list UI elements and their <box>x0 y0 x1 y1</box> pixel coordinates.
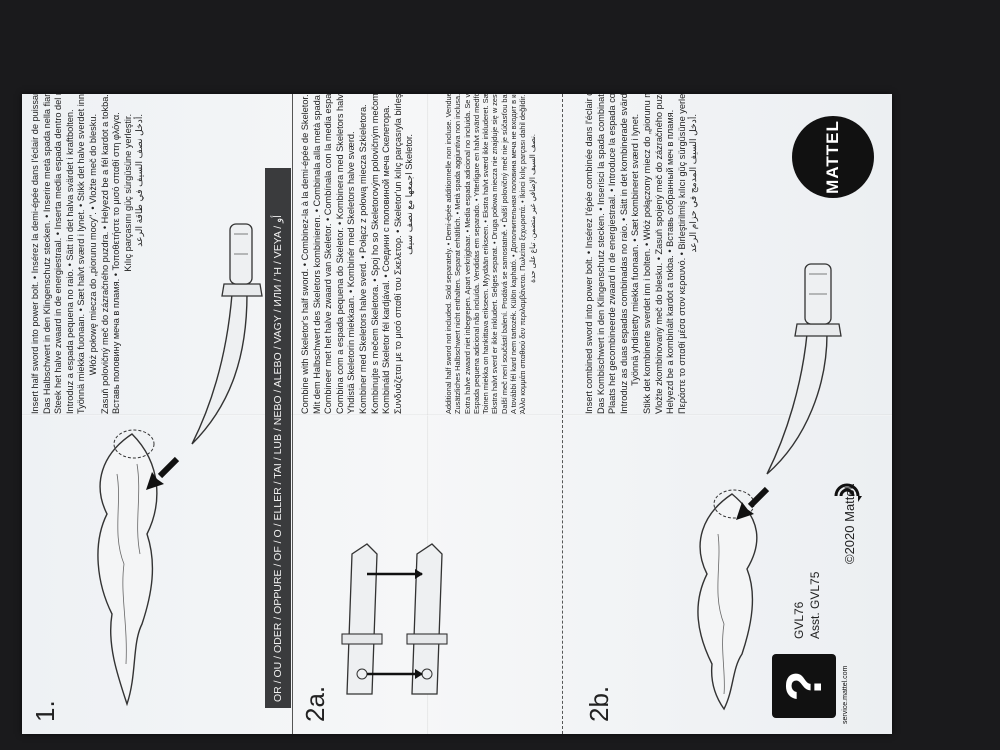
step-2a-line: Kombinujte s mečem Skeletora. • Spoj ho … <box>369 94 380 414</box>
step-2b-line: Introduz as duas espadas combinadas no r… <box>618 94 629 414</box>
step-1-line: Kılıç parçasını güç sürgüsüne yerleştir. <box>122 114 133 272</box>
step-1-line: Das Halbschwert in den Klingenschutz ste… <box>41 94 52 414</box>
step-2a-line: Combina com a espada pequena do Skeletor… <box>334 94 345 414</box>
sword-combine-illustration <box>341 543 448 695</box>
sword-illustration <box>191 223 263 445</box>
step-1-line: Włóż połowę miecza do „piorunu mocy". • … <box>87 114 98 376</box>
step-1-number: 1. <box>30 700 60 722</box>
step-2a-note: Άλλο κομμάτι σπαθιού δεν περιλαμβάνεται.… <box>518 94 528 414</box>
step-2a-line: Kombiner med Skeletors halve sverd. • Po… <box>357 104 368 414</box>
step-2a-note: Zusätzliches Halbschwert nicht enthalten… <box>453 94 463 414</box>
step-2a-line: Yhdistä Skeletorin miekkaan. • Kombinér … <box>346 131 357 414</box>
step-2a-note: Další meč není součástí balení. Prodává … <box>499 94 509 414</box>
step-2b-line: Plaats het gecombineerde zwaard in de en… <box>607 94 618 414</box>
recycle-icon <box>834 483 862 502</box>
step-2b-line: Työnnä yhdistetty miekka fuonaan. • Sæt … <box>630 114 641 386</box>
step-2a-line: Combine with Skeletor's half sword. • Co… <box>300 94 310 414</box>
step-2a-line: Kombináld Skeletor fél kardjával. • Соед… <box>381 105 392 414</box>
step-2a-line: Mit dem Halbschwert des Skeletors kombin… <box>311 94 322 414</box>
section-divider-dashed <box>562 94 563 734</box>
assortment-number: Asst. GVL75 <box>808 571 822 639</box>
step-2b-line: Insert combined sword into power bolt. •… <box>584 94 594 414</box>
step-2b-line: أدخل السيف المدمج في حزام الرعد. <box>688 114 699 253</box>
help-question-icon: ? <box>772 654 836 718</box>
model-number: GVL76 <box>792 601 806 639</box>
paper-fold-horizontal <box>22 414 892 416</box>
service-url: service.mattel.com <box>842 665 849 724</box>
step-2a-note: Toinen miekka on hankittava erikseen. My… <box>481 94 491 414</box>
step-2b-instructions: Insert combined sword into power bolt. •… <box>584 94 700 414</box>
step-2a-line: اجمعها مع نصف سيف Skeletor. <box>404 134 415 255</box>
or-bar: OR / OU / ODER / OPPURE / OF / O / ELLER… <box>265 168 291 708</box>
sword-illustration-2b <box>766 263 842 475</box>
section-divider <box>292 94 293 734</box>
step-1-line: Työnnä miekka fuonaan. • Sæt halvt sværd… <box>76 94 87 414</box>
step-2b-line: Das Kombischwert in den Klingenschutz st… <box>595 94 606 414</box>
step-2a-line: Συνδυάζεται με το μισό σπαθί του Σκελετο… <box>392 94 403 414</box>
step-2b-line: Vložte zkombinovaný meč do blesku. • Zas… <box>653 94 664 414</box>
mattel-logo-text: MATTEL <box>823 120 842 194</box>
instruction-sheet: 1. Insert half sword into power bolt. • … <box>22 94 892 734</box>
mattel-logo: MATTEL <box>792 116 874 198</box>
flame-illustration-2b <box>697 489 758 711</box>
step-2a-note: Ekstra halvt sverd er ikke inkludert. Se… <box>490 94 500 414</box>
step-1-line: أدخل نصف السيف في طاقة الرعد. <box>134 114 145 247</box>
step-2a-notes: Additional half sword not included. Sold… <box>444 94 537 414</box>
step-2a-note: A további fél kard nem tartozék. Külön k… <box>509 94 519 414</box>
flame-illustration <box>97 429 158 707</box>
step-1-line: Вставь половину меча в пламя. • Τοποθετή… <box>111 112 122 414</box>
or-bar-text: OR / OU / ODER / OPPURE / OF / O / ELLER… <box>272 214 284 702</box>
step-1-line: Insert half sword into power bolt. • Ins… <box>30 94 40 414</box>
step-2b-number: 2b. <box>584 685 614 722</box>
arrow-down-icon <box>146 456 180 490</box>
step-2a-note: نصف السيف الإضافي غير متضمن. تباع على حد… <box>527 134 537 283</box>
step-1-line: Introduz a espada pequena no raio. • Sät… <box>64 109 75 414</box>
step-2a-note: Additional half sword not included. Sold… <box>444 94 453 414</box>
step-2a-note: Espada pequena adicional não incluída. V… <box>471 94 481 414</box>
step-2b-line: Stikk det kombinerte sverdet inn i bolte… <box>641 94 652 414</box>
help-glyph: ? <box>776 670 832 702</box>
step-1-line: Steek het halve zwaard in de energiestra… <box>53 94 64 414</box>
step-2a-note: Extra halve zwaard niet inbegrepen. Apar… <box>462 94 472 414</box>
step-2b-line: Helyezd be a kombinált kardot a tokba. •… <box>665 109 676 414</box>
step-2a-instructions: Combine with Skeletor's half sword. • Co… <box>300 94 416 414</box>
step-1-line: Zasuň polovičný meč do zázračného puzdra… <box>99 94 110 414</box>
step-1-instructions: Insert half sword into power bolt. • Ins… <box>30 94 146 414</box>
step-2b-line: Περάστε το σπαθί μέσα στον κεραυνό. • Bi… <box>676 94 687 414</box>
arrow-down-icon <box>736 486 770 520</box>
step-2a-line: Combineer met het halve zwaard van Skele… <box>323 94 334 414</box>
